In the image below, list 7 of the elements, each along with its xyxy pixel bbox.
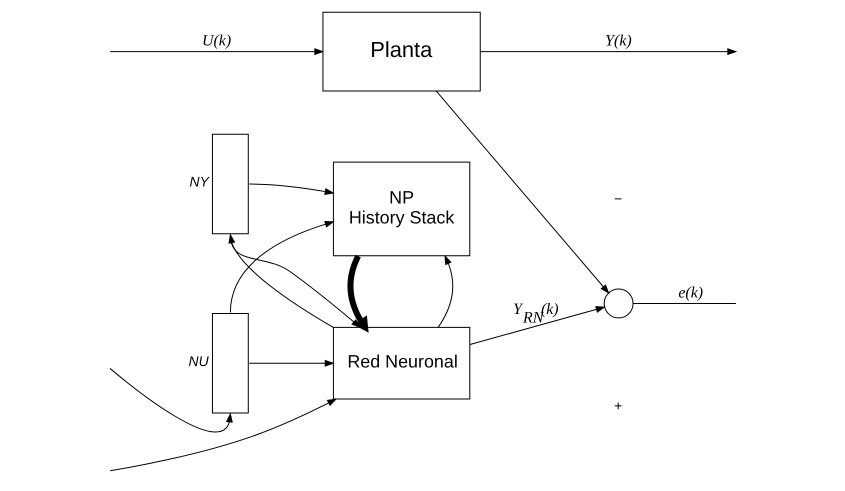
label: − <box>614 190 622 207</box>
node-label: NY <box>189 174 208 190</box>
edge-label: U(k) <box>202 32 231 50</box>
edge-label: Y(k) <box>604 32 632 50</box>
label: + <box>614 398 622 414</box>
edge-label: e(k) <box>678 284 703 302</box>
node-label: NU <box>188 352 208 369</box>
